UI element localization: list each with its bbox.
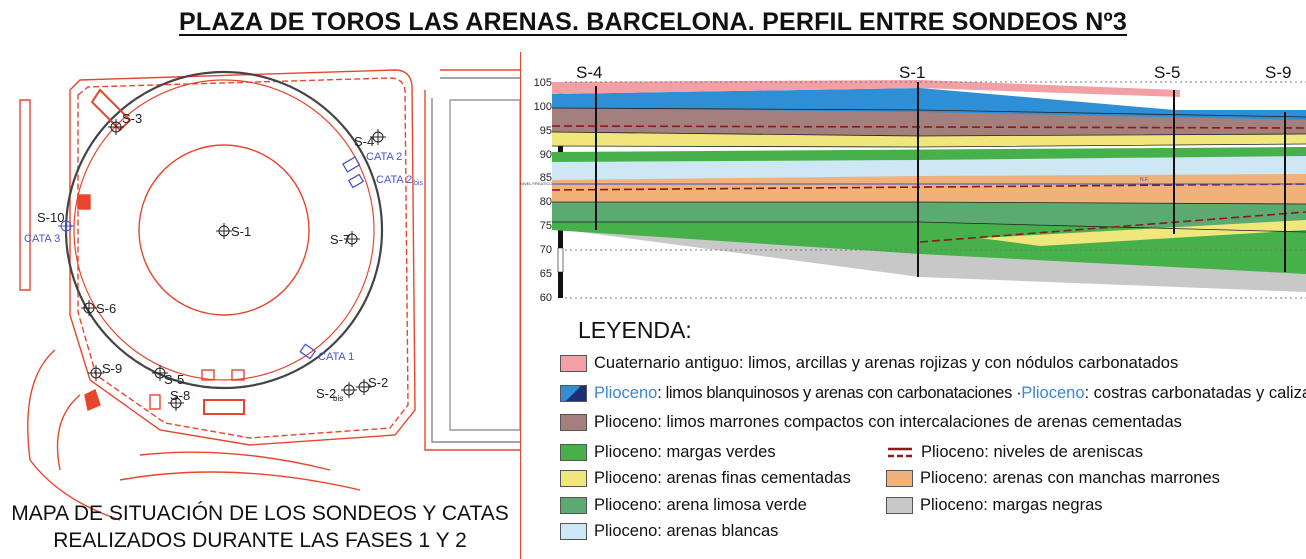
legend-title: LEYENDA: bbox=[578, 317, 692, 343]
water-table-label: N.F. bbox=[1140, 177, 1149, 183]
legend-swatch bbox=[560, 355, 587, 372]
legend-swatch bbox=[560, 523, 587, 540]
legend-item-arena-limosa: Plioceno: arena limosa verde bbox=[560, 496, 807, 515]
tick-90: 90 bbox=[540, 149, 552, 161]
bullring-arena bbox=[138, 144, 310, 316]
s8-marker bbox=[168, 395, 184, 411]
legend-text: Plioceno: arena limosa verde bbox=[594, 496, 807, 514]
cata-2-mark bbox=[342, 156, 361, 173]
layer-limos-blanq bbox=[552, 88, 1306, 120]
s5-label: S-5 bbox=[164, 372, 184, 387]
s3-label: S-3 bbox=[122, 111, 142, 126]
page-title: PLAZA DE TOROS LAS ARENAS. BARCELONA. PE… bbox=[178, 8, 1127, 36]
s4-marker bbox=[370, 129, 386, 145]
legend-swatch bbox=[560, 444, 587, 461]
borehole-s1-label: S-1 bbox=[899, 63, 925, 82]
layer-arenas-blancas bbox=[552, 156, 1306, 180]
tick-85: 85 bbox=[540, 172, 552, 184]
legend-item-arenas-finas: Plioceno: arenas finas cementadas bbox=[560, 469, 851, 488]
legend-item-cuaternario: Cuaternario antiguo: limos, arcillas y a… bbox=[560, 354, 1178, 373]
s2bis-marker bbox=[341, 382, 357, 398]
legend-item-margas-negras: Plioceno: margas negras bbox=[886, 496, 1103, 515]
legend-text: Plioceno: margas verdes bbox=[594, 443, 776, 461]
cata2-label: CATA 2 bbox=[366, 151, 402, 163]
s7-marker bbox=[344, 231, 360, 247]
legend-item-limos-blanquinosos: Plioceno : limos blanquinosos y arenas c… bbox=[560, 384, 1306, 403]
legend-swatch bbox=[886, 497, 913, 514]
legend-text: Plioceno: margas negras bbox=[920, 496, 1103, 514]
s1-label: S-1 bbox=[231, 224, 251, 239]
legend-text-plioceno: Plioceno bbox=[594, 384, 658, 402]
s6-label: S-6 bbox=[96, 301, 116, 316]
tick-80: 80 bbox=[540, 196, 552, 208]
legend-item-arenas-blancas: Plioceno: arenas blancas bbox=[560, 522, 778, 541]
map-caption-line1: MAPA DE SITUACIÓN DE LOS SONDEOS Y CATAS bbox=[11, 502, 509, 525]
legend-text: : limos blanquinosos y arenas con carbon… bbox=[657, 384, 1022, 402]
site-boundary-inner bbox=[77, 77, 409, 439]
s9-marker bbox=[88, 365, 104, 381]
tick-105: 105 bbox=[534, 77, 552, 89]
bullring-wall bbox=[73, 79, 375, 381]
tick-100: 100 bbox=[534, 101, 552, 113]
s8-label: S-8 bbox=[170, 388, 190, 403]
legend-swatch bbox=[560, 497, 587, 514]
s3-marker bbox=[108, 119, 124, 135]
cata-1-mark bbox=[299, 343, 317, 360]
bis-subscript: bis bbox=[333, 394, 343, 403]
legend-text: Plioceno: limos marrones compactos con i… bbox=[594, 413, 1182, 431]
axis-note: NIVEL FREATICO bbox=[520, 181, 552, 186]
s9-label: S-9 bbox=[102, 361, 122, 376]
cata2bis-sub: bis bbox=[414, 180, 423, 187]
layer-arenas-finas-b bbox=[980, 220, 1306, 246]
legend-text: Cuaternario antiguo: limos, arcillas y a… bbox=[594, 354, 1179, 372]
s2-label: S-2 bbox=[368, 375, 388, 390]
s5-marker bbox=[152, 365, 168, 381]
s6-marker bbox=[81, 300, 97, 316]
tick-75: 75 bbox=[540, 220, 552, 232]
panel-divider bbox=[520, 52, 521, 559]
tick-65: 65 bbox=[540, 268, 552, 280]
tick-95: 95 bbox=[540, 125, 552, 137]
legend-text-2: : costras carbonatadas y calizas bbox=[1084, 384, 1306, 402]
tick-70: 70 bbox=[540, 244, 552, 256]
layer-margas-negras bbox=[565, 230, 1306, 292]
borehole-s4-label: S-4 bbox=[576, 63, 602, 82]
legend-swatch bbox=[886, 470, 913, 487]
cata2bis-label: CATA 2 bbox=[376, 174, 412, 186]
s2-marker bbox=[356, 379, 372, 395]
cata-2bis-mark bbox=[347, 173, 365, 189]
legend-text: Plioceno: arenas finas cementadas bbox=[594, 469, 851, 487]
site-boundary bbox=[69, 69, 416, 446]
legend-swatch bbox=[560, 414, 587, 431]
s2bis-label: S-2 bbox=[316, 386, 336, 401]
legend-item-margas-verdes: Plioceno: margas verdes bbox=[560, 443, 776, 462]
borehole-s5-label: S-5 bbox=[1154, 63, 1180, 82]
cata1-label: CATA 1 bbox=[318, 351, 354, 363]
s7-label: S-7 bbox=[330, 232, 350, 247]
legend-item-manchas: Plioceno: arenas con manchas marrones bbox=[886, 469, 1220, 488]
legend-text: Plioceno: arenas blancas bbox=[594, 522, 779, 540]
layer-cuaternario bbox=[552, 80, 1180, 97]
site-map: S-1 S-3 S-4 S-6 S-7 S-9 S-5 S-8 S-2 bis … bbox=[19, 69, 520, 521]
cata3-label: CATA 3 bbox=[24, 233, 60, 245]
legend-swatch bbox=[560, 470, 587, 487]
legend-item-areniscas: Plioceno: niveles de areniscas bbox=[886, 443, 1143, 462]
s10-label: S-10 bbox=[37, 210, 64, 225]
borehole-s9-label: S-9 bbox=[1265, 63, 1291, 82]
layer-arenas-finas-a bbox=[552, 132, 1306, 147]
areniscas-symbol bbox=[888, 447, 912, 458]
legend-swatch bbox=[560, 385, 587, 402]
s1-marker bbox=[216, 223, 232, 239]
legend-text: Plioceno: niveles de areniscas bbox=[921, 443, 1143, 461]
s4-label: S-4 bbox=[354, 134, 374, 149]
geological-profile: 105 100 95 90 85 80 75 70 65 60 NIVEL FR… bbox=[520, 63, 1306, 302]
s10-marker bbox=[58, 218, 74, 234]
legend-text-plioceno-2: Plioceno bbox=[1021, 384, 1085, 402]
tick-60: 60 bbox=[540, 292, 552, 302]
legend-text: Plioceno: arenas con manchas marrones bbox=[920, 469, 1220, 487]
map-caption-line2: REALIZADOS DURANTE LAS FASES 1 Y 2 bbox=[53, 529, 467, 552]
legend-item-limos-marrones: Plioceno: limos marrones compactos con i… bbox=[560, 413, 1182, 432]
